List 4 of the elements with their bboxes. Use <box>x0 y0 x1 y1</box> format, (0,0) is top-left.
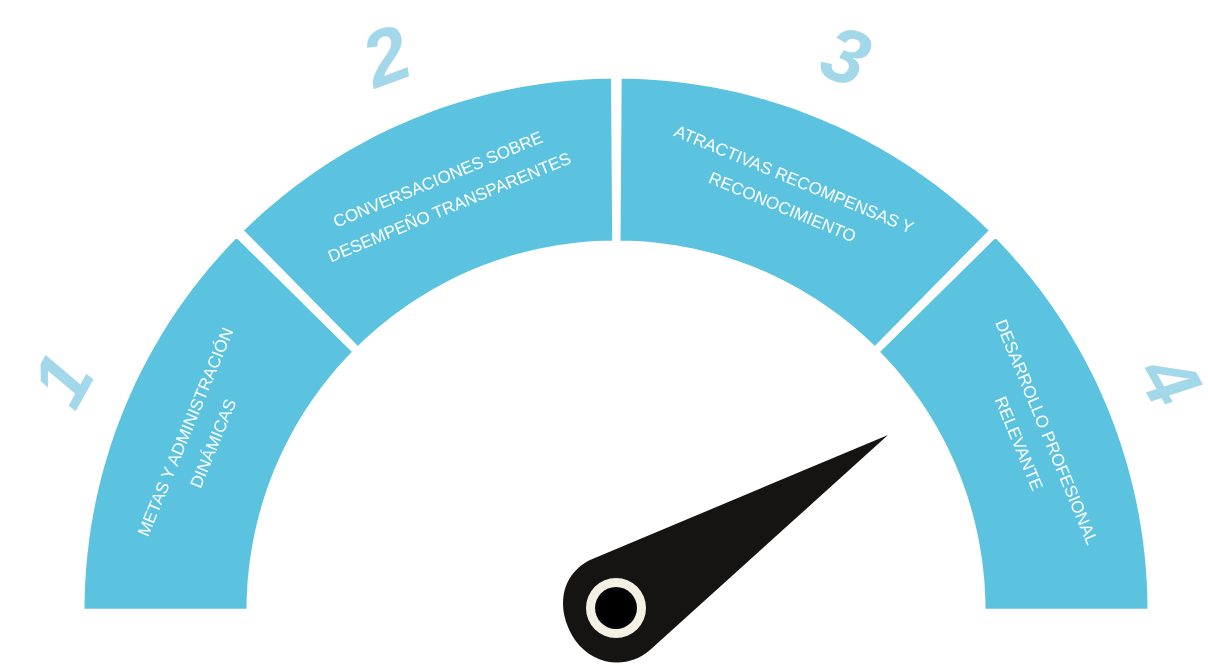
step-number: 2 <box>349 6 423 105</box>
step-number: 1 <box>11 338 112 423</box>
step-number: 4 <box>1120 338 1208 423</box>
step-number: 3 <box>809 6 883 105</box>
